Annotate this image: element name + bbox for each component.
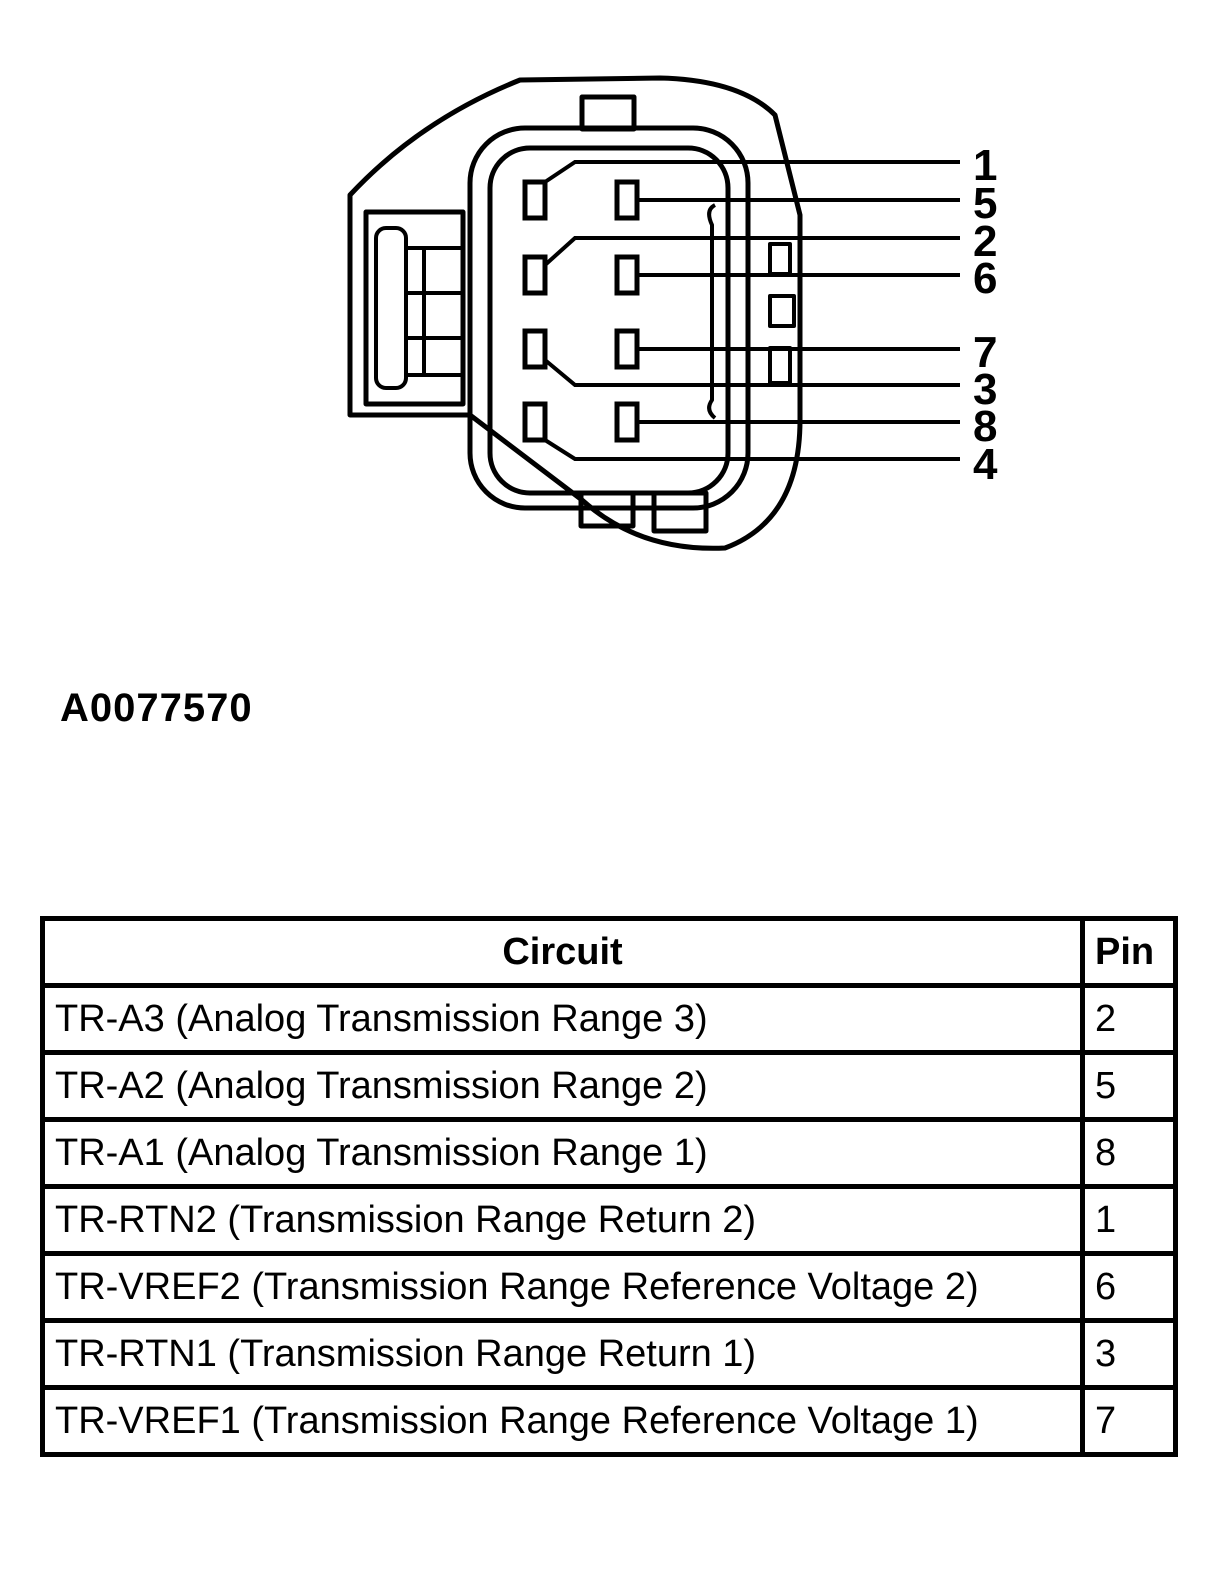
pin-label-2: 2 [973,217,997,266]
circuit-cell: TR-A3 (Analog Transmission Range 3) [40,983,1085,1055]
pin-cell: 6 [1080,1251,1178,1323]
pin-label-5: 5 [973,179,997,228]
pin-label-3: 3 [973,365,997,414]
circuit-cell: TR-VREF2 (Transmission Range Reference V… [40,1251,1085,1323]
pin-cell: 7 [1080,1385,1178,1457]
pin-label-4: 4 [973,440,998,489]
pin-label-1: 1 [973,141,997,190]
pin-label-6: 6 [973,254,997,303]
circuit-cell: TR-RTN1 (Transmission Range Return 1) [40,1318,1085,1390]
table-row: TR-A1 (Analog Transmission Range 1) 8 [40,1117,1178,1189]
wires [543,160,960,461]
bottom-tab-right [651,490,709,534]
pin-label-7: 7 [973,328,997,377]
circuit-cell: TR-RTN2 (Transmission Range Return 2) [40,1184,1085,1256]
top-tab [579,94,637,132]
seal-ring-outer [467,125,751,511]
table-row: TR-A2 (Analog Transmission Range 2) 5 [40,1050,1178,1122]
pin-cell: 2 [1080,983,1178,1055]
figure-id: A0077570 [60,686,253,730]
circuit-cell: TR-VREF1 (Transmission Range Reference V… [40,1385,1085,1457]
table-row: TR-VREF1 (Transmission Range Reference V… [40,1385,1178,1457]
pin-label-8: 8 [973,402,997,451]
terminal-pins [522,179,640,443]
table-row: TR-RTN2 (Transmission Range Return 2) 1 [40,1184,1178,1256]
circuit-cell: TR-A2 (Analog Transmission Range 2) [40,1050,1085,1122]
pin-cell: 5 [1080,1050,1178,1122]
table-row: TR-RTN1 (Transmission Range Return 1) 3 [40,1318,1178,1390]
table-row: TR-A3 (Analog Transmission Range 3) 2 [40,983,1178,1055]
pinout-table: Circuit Pin TR-A3 (Analog Transmission R… [40,916,1178,1457]
table-row: TR-VREF2 (Transmission Range Reference V… [40,1251,1178,1323]
pin-cell: 3 [1080,1318,1178,1390]
pin-cell: 8 [1080,1117,1178,1189]
connector-housing [347,75,803,551]
connector-diagram: 1 5 2 6 7 3 8 4 [347,75,998,551]
seal-ring-inner [487,145,731,496]
left-latch-inner [374,226,408,390]
column-header-circuit: Circuit [40,916,1085,988]
table-header-row: Circuit Pin [40,916,1178,988]
column-header-pin: Pin [1080,916,1178,988]
pin-cell: 1 [1080,1184,1178,1256]
circuit-cell: TR-A1 (Analog Transmission Range 1) [40,1117,1085,1189]
left-latch [363,209,466,407]
